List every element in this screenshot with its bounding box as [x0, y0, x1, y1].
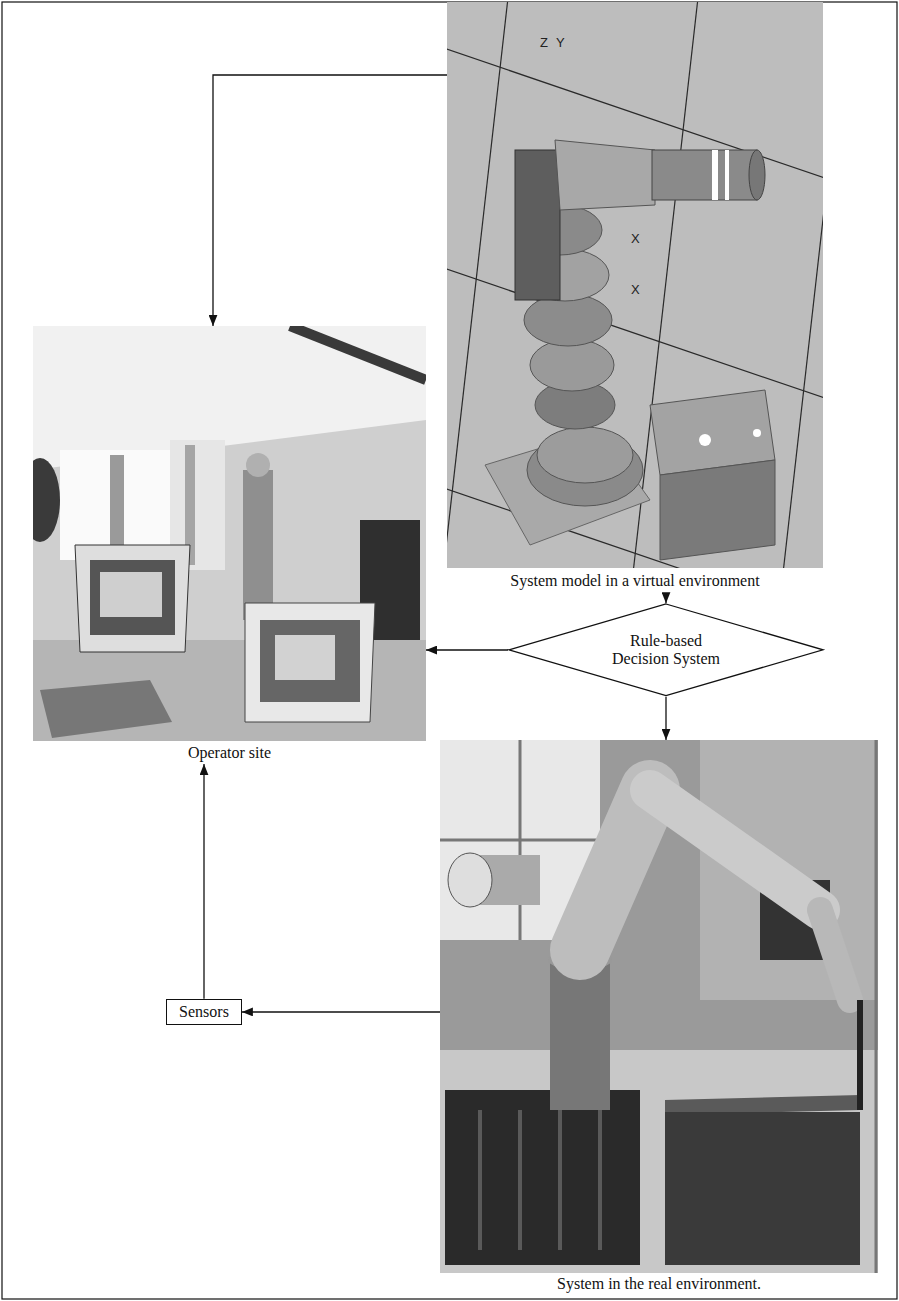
figure-caption: System in the real environment. — [440, 1275, 878, 1293]
node-text: Rule-based Decision System — [601, 632, 731, 669]
axis-label: Z — [540, 36, 548, 49]
figure-node: Operator site — [33, 326, 426, 764]
flow-arrow — [203, 764, 204, 999]
flow-arrow — [665, 697, 666, 740]
flow-arrow — [242, 1011, 440, 1012]
axis-label: Y — [556, 36, 565, 49]
axis-label: X — [631, 283, 640, 296]
figure-node: System in the real environment. — [440, 740, 878, 1295]
diamond-outline — [509, 604, 823, 696]
flow-arrow — [426, 649, 508, 650]
flow-arrow — [213, 75, 447, 326]
decision-diamond: Rule-based Decision System — [508, 603, 824, 697]
operator-site-image — [33, 326, 426, 741]
sensor-box: Sensors — [166, 999, 242, 1025]
node-text: Sensors — [179, 1003, 229, 1021]
figure-caption: Operator site — [33, 744, 426, 762]
real-system-image — [440, 740, 878, 1273]
figure-caption: System model in a virtual environment — [447, 572, 823, 590]
figure-node: System model in a virtual environment — [447, 2, 823, 594]
virtual-model-image — [447, 2, 823, 568]
axis-label: X — [631, 232, 640, 245]
flow-arrow — [665, 594, 666, 603]
